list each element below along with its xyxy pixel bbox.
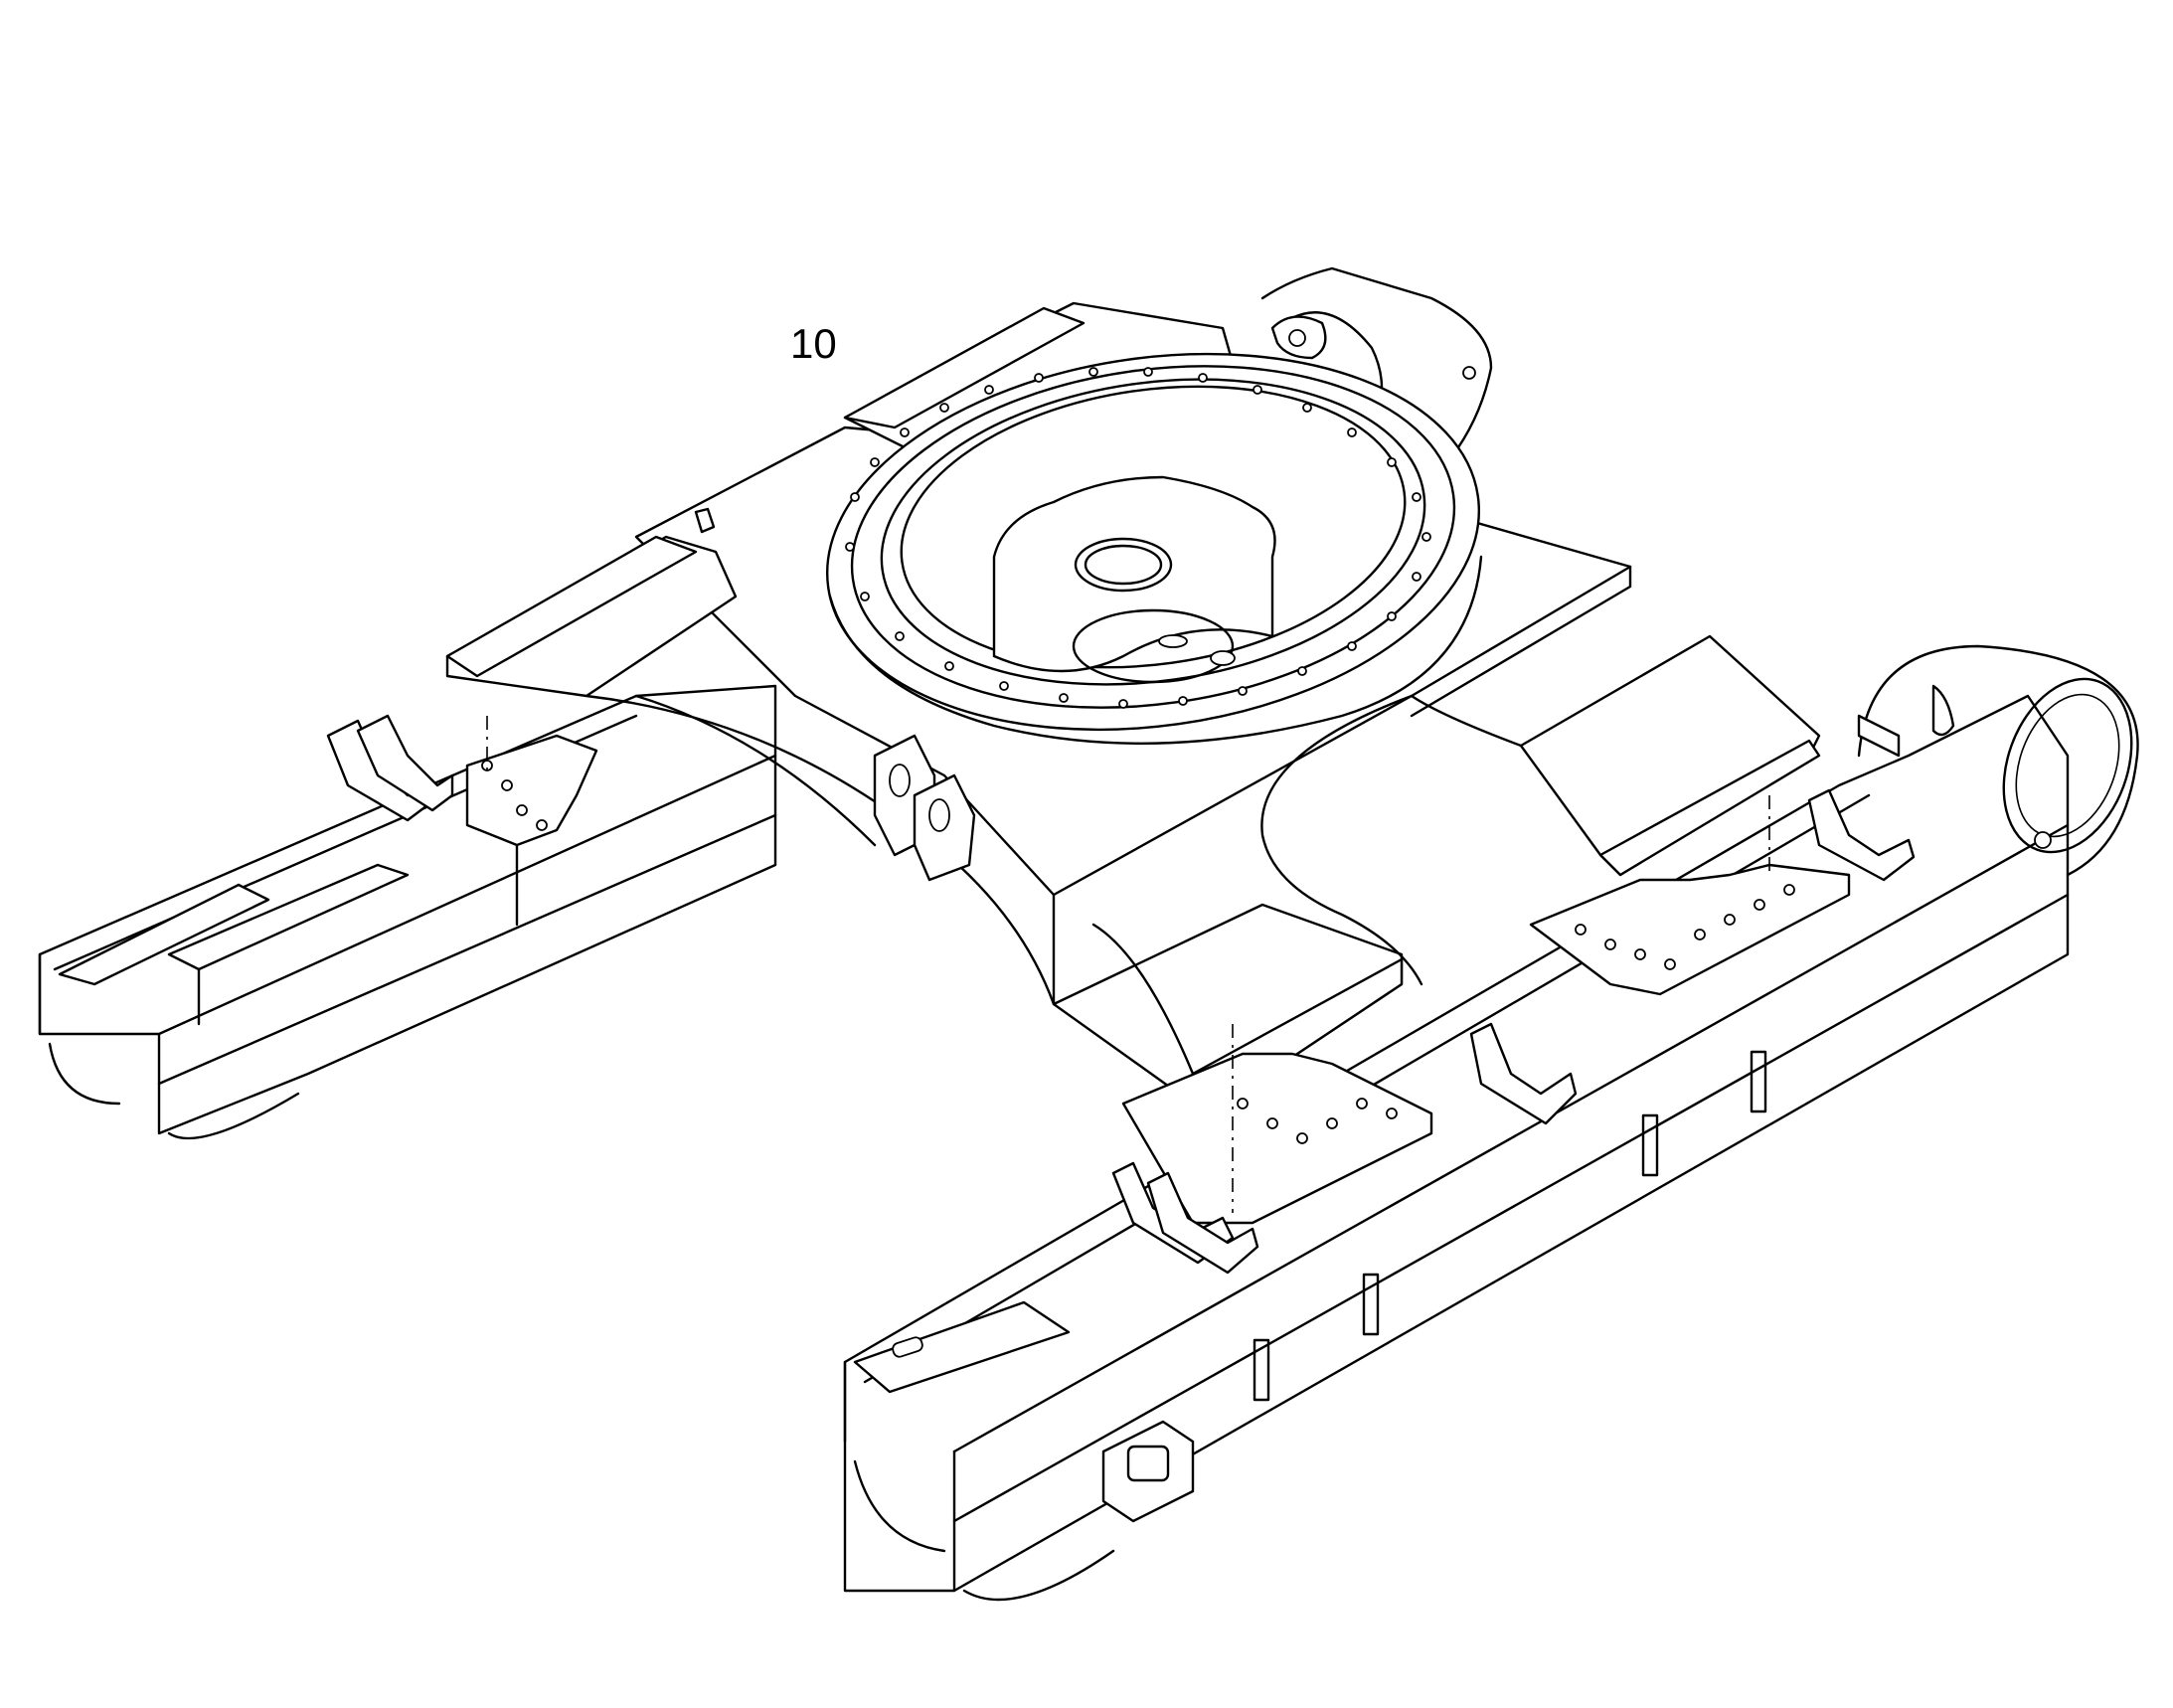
small-clip [694,507,716,534]
callout-10-label: 10 [790,320,837,367]
right-track-frame [843,644,2139,1602]
ring-bolt-holes [845,367,1431,709]
mounting-plates [326,714,1916,1275]
slewing-ring [825,352,1483,745]
